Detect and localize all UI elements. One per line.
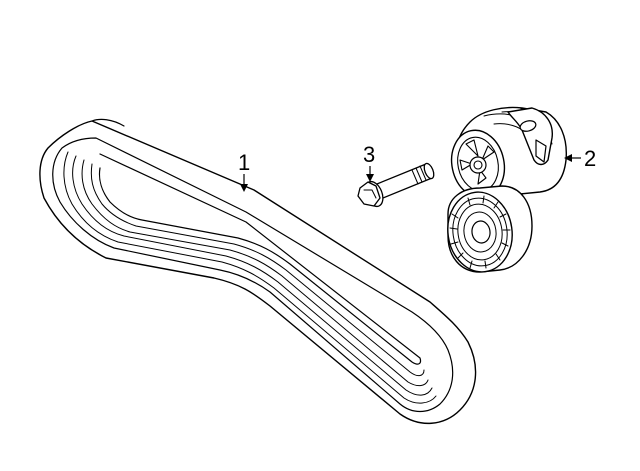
callout-number-bolt: 3 — [363, 142, 375, 167]
tensioner-arm-hole — [519, 120, 537, 132]
tensioner-arm-tab — [535, 139, 547, 163]
callout-tensioner: 2 — [564, 146, 596, 171]
tensioner-bolt — [357, 162, 435, 208]
serpentine-belt — [39, 118, 477, 425]
belt-top-thickness — [91, 118, 125, 127]
bolt-tip — [423, 162, 435, 180]
callout-arrow-tensioner — [564, 154, 572, 162]
tensioner-spokes — [459, 139, 495, 185]
belt-tensioner-assembly — [447, 106, 567, 273]
callout-number-tensioner: 2 — [584, 146, 596, 171]
callout-bolt: 3 — [363, 142, 375, 182]
belt-rib-2 — [72, 155, 433, 396]
belt-rib-1 — [63, 151, 437, 404]
tensioner-center-bore — [473, 160, 483, 170]
bolt-hex-head — [357, 181, 381, 207]
belt-rib-4 — [90, 163, 425, 377]
callout-number-belt: 1 — [238, 150, 250, 175]
belt-inner-face — [52, 137, 454, 413]
idler-pulley-ridges — [449, 195, 511, 269]
belt-rib-3 — [81, 159, 429, 387]
callout-belt: 1 — [238, 150, 250, 192]
belt-outer-edge — [39, 120, 477, 425]
bolt-hex-facet — [363, 189, 377, 199]
callout-arrow-bolt — [366, 174, 374, 182]
idler-pulley-hub — [471, 220, 491, 244]
callout-arrow-belt — [240, 184, 248, 192]
belt-inner-edge — [98, 153, 422, 365]
